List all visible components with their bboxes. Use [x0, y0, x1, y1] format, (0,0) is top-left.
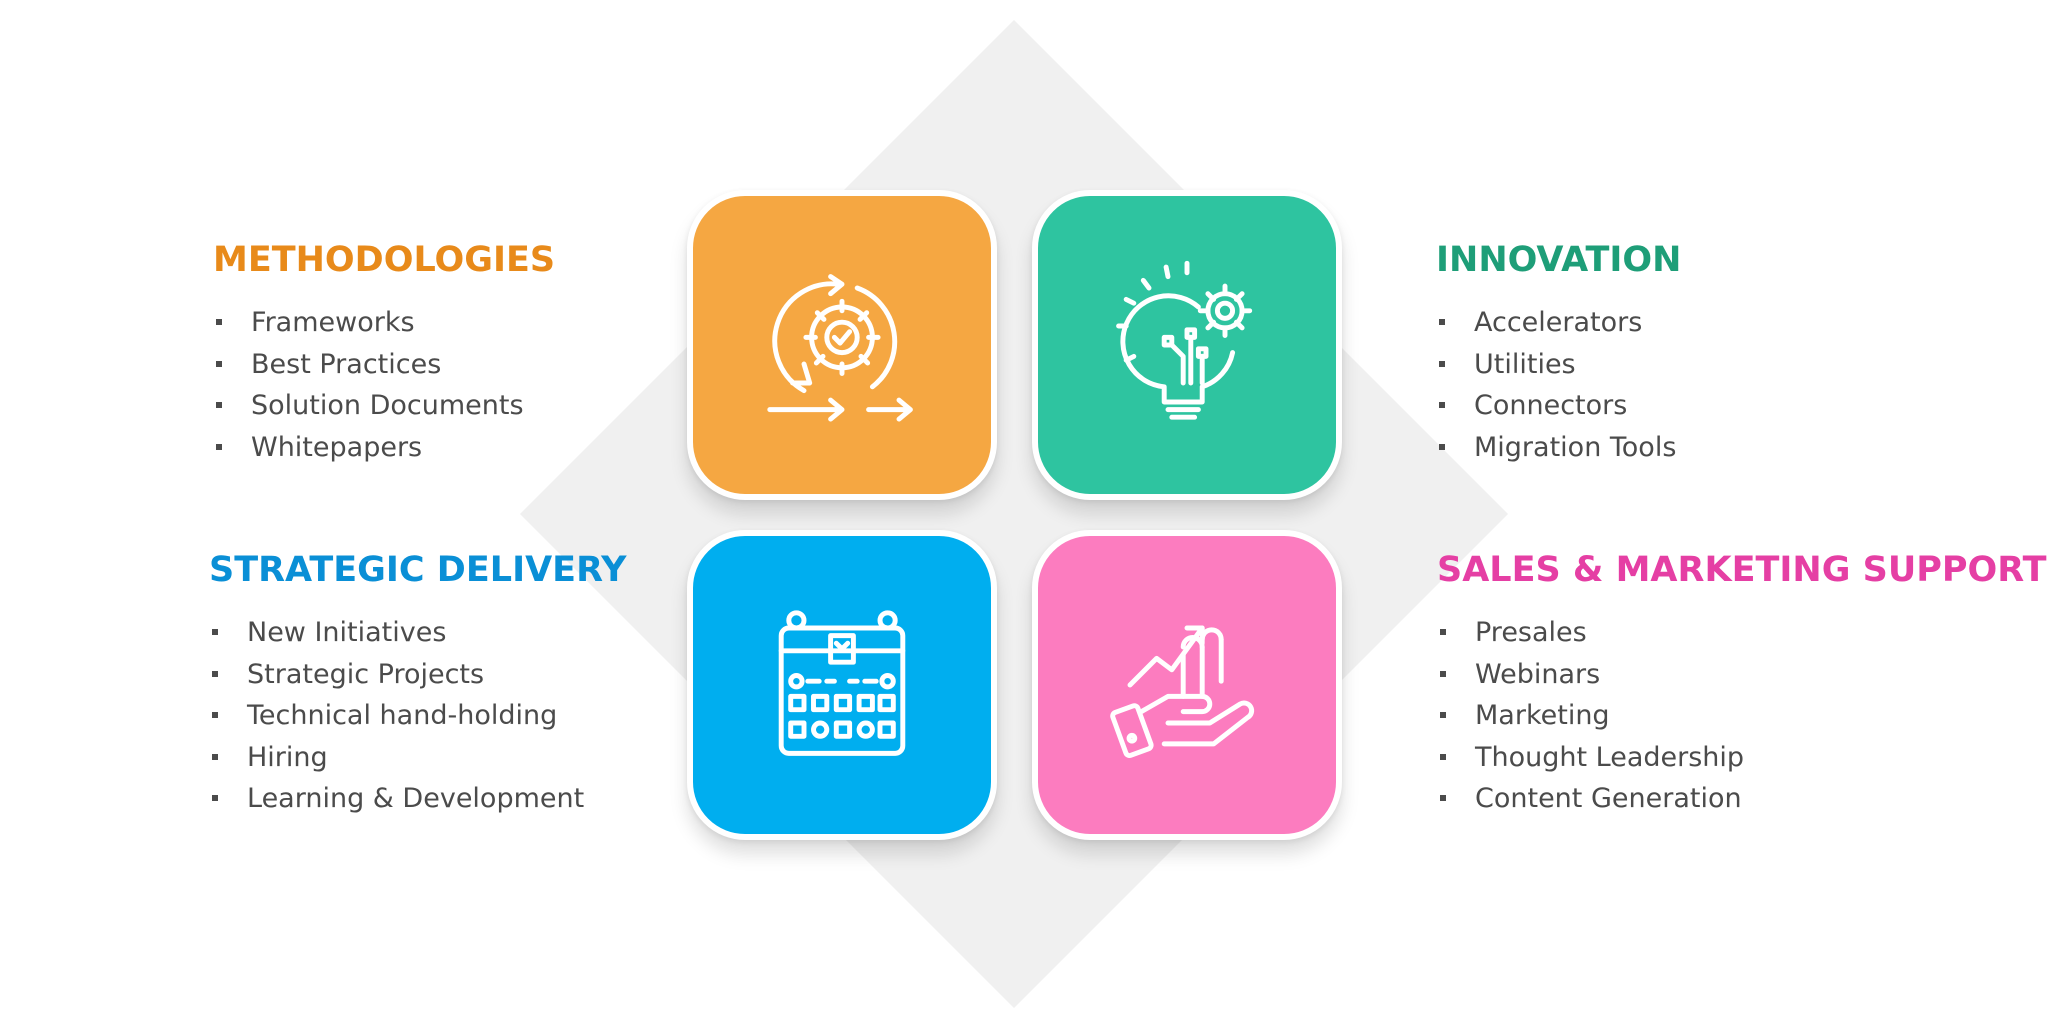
- bullet-icon: [1439, 443, 1445, 450]
- methodologies-list: Frameworks Best Practices Solution Docum…: [213, 302, 555, 468]
- list-item: Strategic Projects: [209, 654, 626, 696]
- list-item: Webinars: [1437, 654, 2047, 696]
- bullet-icon: [216, 360, 222, 367]
- list-item: Solution Documents: [213, 385, 555, 427]
- list-item: Frameworks: [213, 302, 555, 344]
- bullet-icon: [212, 629, 218, 635]
- strategic-delivery-panel: STRATEGIC DELIVERY New Initiatives Strat…: [209, 550, 626, 820]
- background-diamond: [520, 20, 1508, 1008]
- list-item: Thought Leadership: [1437, 737, 2047, 779]
- sales-marketing-title: SALES & MARKETING SUPPORT: [1437, 550, 2047, 590]
- bullet-icon: [1440, 712, 1446, 718]
- list-item: Migration Tools: [1436, 427, 1681, 469]
- bullet-icon: [1440, 629, 1446, 635]
- innovation-title: INNOVATION: [1436, 240, 1682, 280]
- list-item: Learning & Development: [209, 778, 626, 820]
- list-item: Utilities: [1436, 344, 1681, 386]
- list-item: Best Practices: [213, 344, 555, 386]
- list-item: Technical hand-holding: [209, 695, 626, 737]
- strategic-delivery-title: STRATEGIC DELIVERY: [209, 550, 627, 590]
- bullet-icon: [1439, 319, 1445, 325]
- bullet-icon: [216, 402, 222, 408]
- bullet-icon: [212, 753, 218, 760]
- sales-marketing-tile: [1032, 530, 1342, 840]
- bullet-icon: [1439, 402, 1445, 408]
- list-item: Hiring: [209, 737, 626, 779]
- list-item: Presales: [1437, 612, 2047, 654]
- list-item: New Initiatives: [209, 612, 626, 654]
- strategic-delivery-tile: [687, 530, 997, 840]
- strategic-delivery-list: New Initiatives Strategic Projects Techn…: [209, 612, 626, 820]
- bullet-icon: [212, 795, 218, 801]
- calendar-schedule-icon: [778, 610, 906, 756]
- innovation-list: Accelerators Utilities Connectors Migrat…: [1436, 302, 1681, 468]
- methodologies-title: METHODOLOGIES: [213, 240, 556, 280]
- list-item: Accelerators: [1436, 302, 1681, 344]
- list-item: Connectors: [1436, 385, 1681, 427]
- bullet-icon: [216, 319, 222, 325]
- bullet-icon: [1440, 753, 1446, 760]
- bullet-icon: [1439, 360, 1445, 367]
- list-item: Whitepapers: [213, 427, 555, 469]
- innovation-panel: INNOVATION Accelerators Utilities Connec…: [1436, 240, 1681, 468]
- hand-growth-chart-icon: [1110, 625, 1255, 758]
- list-item: Marketing: [1437, 695, 2047, 737]
- methodologies-tile: [687, 190, 997, 500]
- sales-marketing-list: Presales Webinars Marketing Thought Lead…: [1437, 612, 2047, 820]
- bullet-icon: [1440, 670, 1446, 677]
- bullet-icon: [212, 670, 218, 677]
- list-item: Content Generation: [1437, 778, 2047, 820]
- sales-marketing-panel: SALES & MARKETING SUPPORT Presales Webin…: [1437, 550, 2047, 820]
- lightbulb-gear-icon: [1116, 260, 1253, 420]
- bullet-icon: [1440, 795, 1446, 801]
- bullet-icon: [216, 443, 222, 450]
- bullet-icon: [212, 712, 218, 718]
- methodologies-panel: METHODOLOGIES Frameworks Best Practices …: [213, 240, 555, 468]
- innovation-tile: [1032, 190, 1342, 500]
- agile-gear-cycle-icon: [767, 274, 913, 422]
